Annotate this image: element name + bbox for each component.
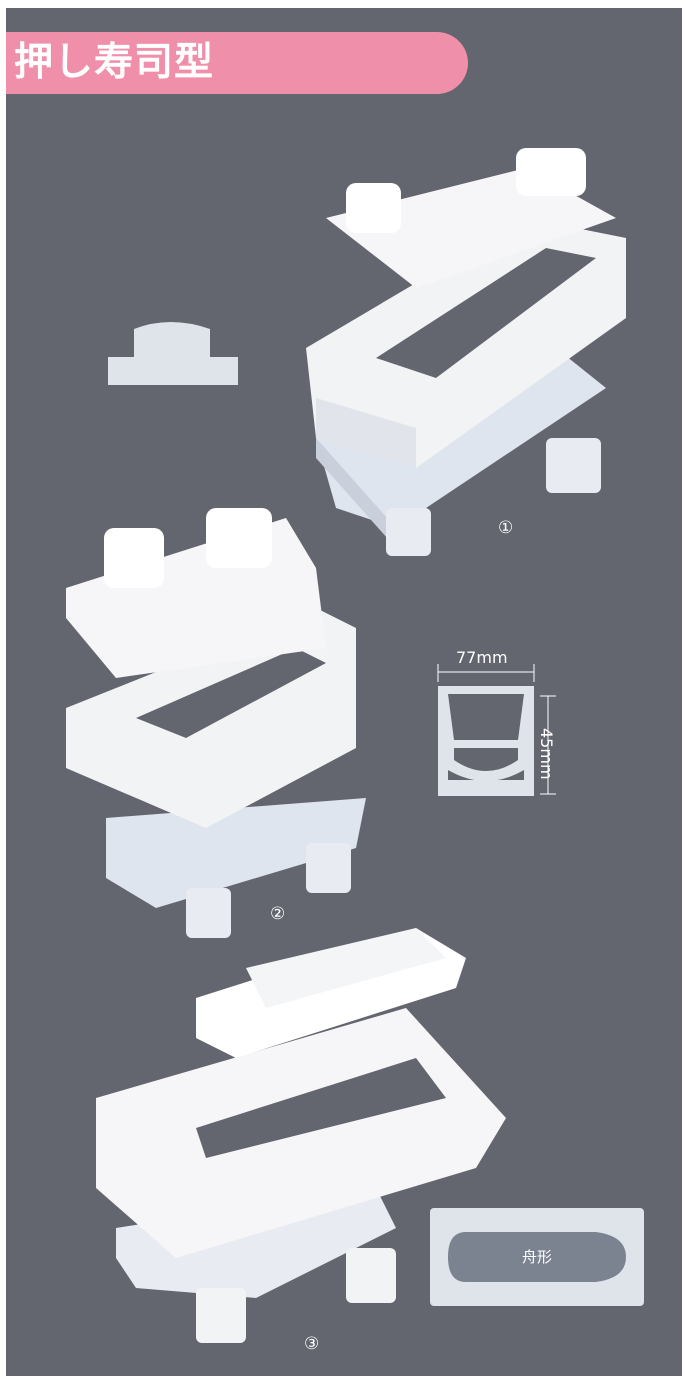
boat-shape-label: 舟形 (521, 1248, 552, 1266)
page-title: 押し寿司型 (14, 40, 215, 85)
product-panel: 押し寿司型 ① ② (6, 8, 682, 1376)
boat-shape-icon (448, 1232, 626, 1282)
mold-3-photo (96, 928, 506, 1343)
width-dimension: 77mm (456, 648, 508, 667)
profile-curve-icon (108, 322, 238, 385)
mold-2-photo (66, 508, 366, 938)
cross-section-icon (437, 664, 556, 796)
title-banner: 押し寿司型 (6, 32, 468, 94)
shape-inset: 舟形 (430, 1208, 644, 1306)
mold-2-label: ② (270, 904, 286, 924)
height-dimension: 45mm (537, 728, 556, 780)
mold-1-label: ① (498, 518, 514, 538)
mold-3-label: ③ (304, 1334, 320, 1354)
mold-1-photo (306, 148, 626, 556)
